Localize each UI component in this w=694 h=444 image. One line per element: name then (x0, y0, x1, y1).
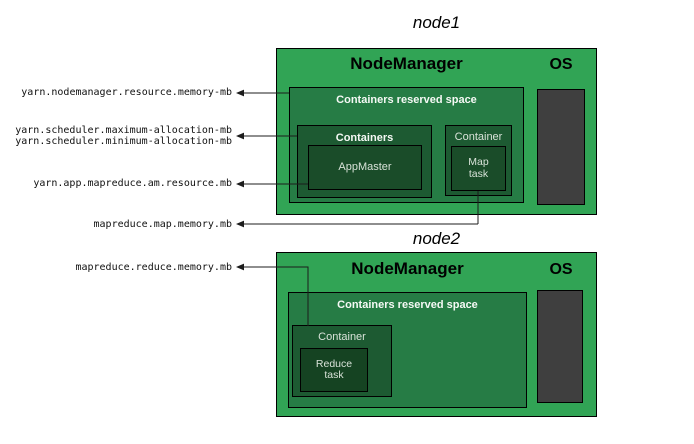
node2-reduce-container-label: Container (318, 331, 366, 343)
config-label-yarn-scheduler-minimum-allocation-mb: yarn.scheduler.minimum-allocation-mb (15, 136, 232, 147)
appmaster-label: AppMaster (338, 160, 392, 173)
map-task-label-line1: Map (468, 156, 489, 168)
node1-nodemanager-title: NodeManager (350, 54, 463, 73)
node1-reserved-space-label: Containers reserved space (336, 94, 477, 106)
node1-map-container-label: Container (454, 131, 503, 143)
config-label-yarn-nodemanager-resource-memory-mb: yarn.nodemanager.resource.memory-mb (21, 87, 232, 98)
node2-os-title: OS (549, 261, 573, 278)
node1-containers-label: Containers (335, 132, 394, 144)
config-label-mapreduce-map-memory-mb: mapreduce.map.memory.mb (93, 219, 232, 230)
reduce-task-label-line2: task (324, 369, 344, 381)
reduce-task-box: Reduce task (300, 348, 368, 392)
node2-nodemanager-title: NodeManager (351, 259, 464, 278)
node1-os-title: OS (549, 56, 573, 73)
map-task-box: Map task (451, 146, 506, 191)
node2-reserved-space-label: Containers reserved space (337, 299, 478, 311)
node1-os-memory-block (537, 89, 585, 205)
config-label-yarn-scheduler-maximum-allocation-mb: yarn.scheduler.maximum-allocation-mb (15, 125, 232, 136)
node1-title: node1 (412, 13, 461, 32)
node2-title: node2 (412, 229, 461, 248)
config-label-yarn-app-mapreduce-am-resource-mb: yarn.app.mapreduce.am.resource.mb (33, 178, 232, 189)
appmaster-box: AppMaster (308, 145, 422, 190)
config-label-mapreduce-reduce-memory-mb: mapreduce.reduce.memory.mb (75, 262, 232, 273)
reduce-task-label-line1: Reduce (315, 357, 353, 370)
map-task-label-line2: task (468, 167, 489, 180)
node2-os-memory-block (537, 290, 583, 403)
